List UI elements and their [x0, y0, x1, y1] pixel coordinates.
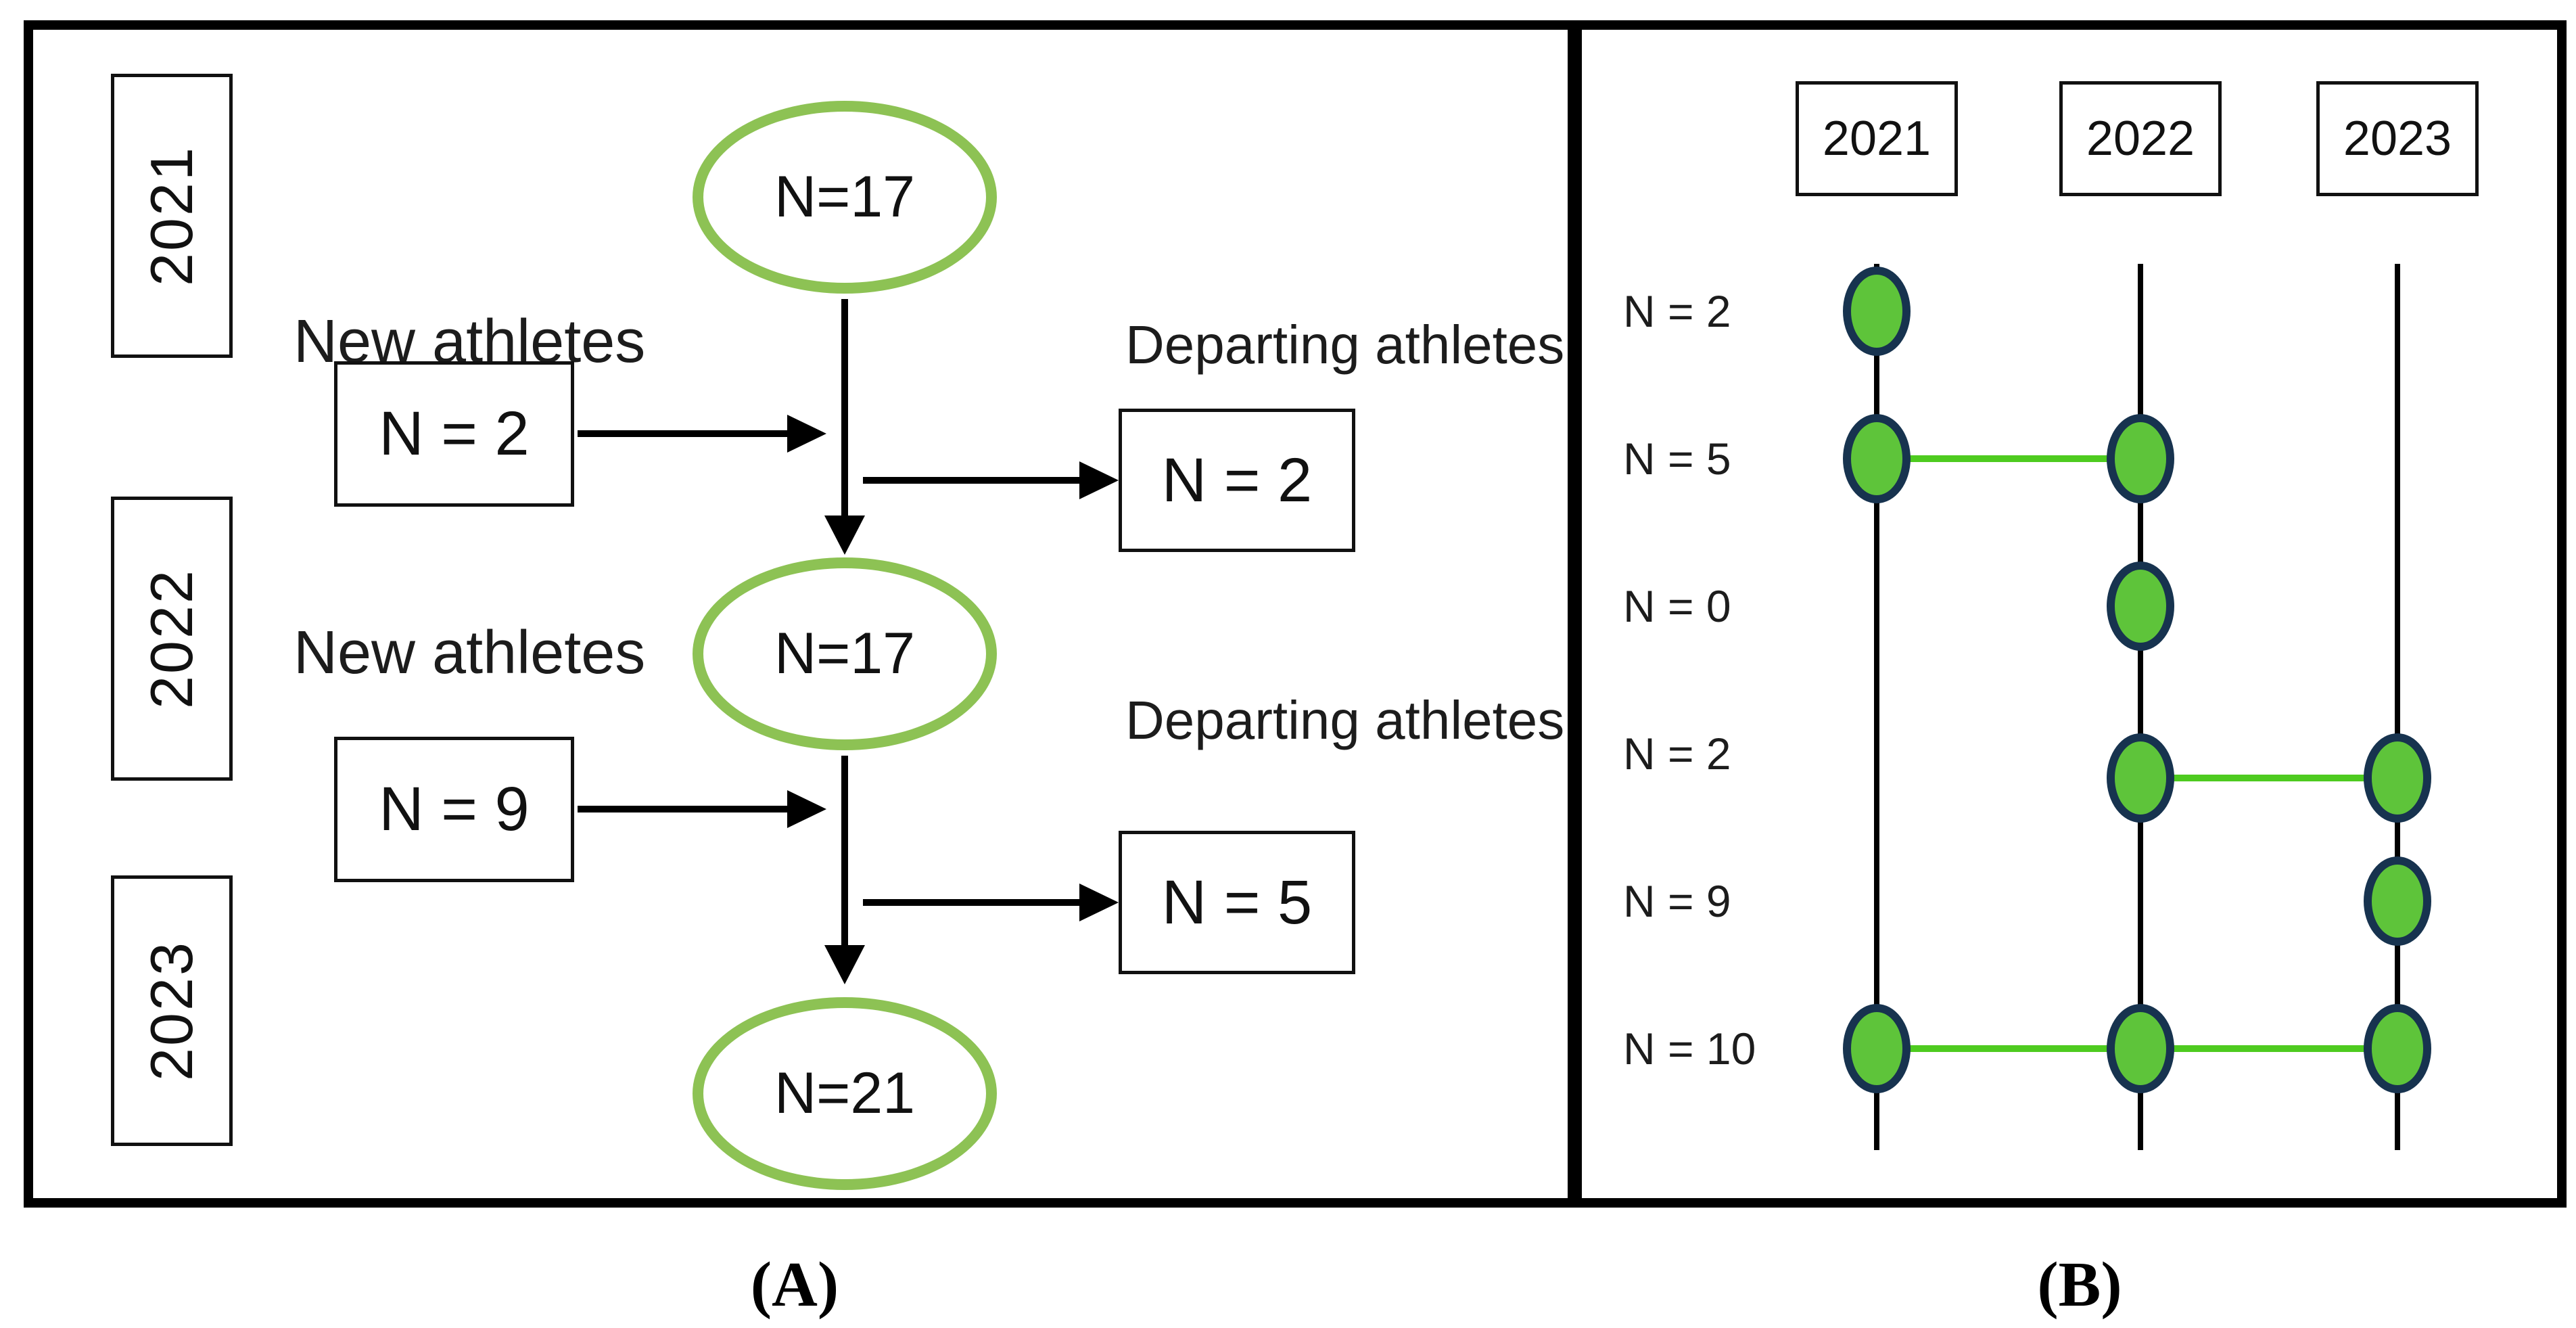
new-athletes-label-2022: New athletes: [294, 619, 646, 687]
departing-arrowhead-2021: [1079, 461, 1119, 499]
cohort-count-2021: N=17: [774, 164, 915, 229]
departing-arrow-2021: [863, 477, 1079, 484]
timeline-year-box-2022: 2022: [2059, 81, 2222, 196]
timeline-row-label: N = 10: [1623, 1024, 1756, 1074]
departing-count-2021: N = 2: [1161, 445, 1313, 515]
timeline-year-label-2021: 2021: [1822, 112, 1931, 166]
cohort-ellipse-2023: N=21: [693, 997, 997, 1190]
athlete-dot-2022: [2107, 562, 2174, 651]
new-count-2021: N = 2: [379, 399, 530, 468]
athlete-dot-2022: [2107, 414, 2174, 503]
departing-count-box-2021: N = 2: [1119, 409, 1355, 552]
new-count-box-2022: N = 9: [334, 737, 574, 882]
timeline-axis-2023: [2395, 264, 2400, 1150]
timeline-axis-2021: [1874, 264, 1879, 1150]
athlete-dot-2021: [1843, 1004, 1911, 1093]
year-box-2022: 2022: [111, 497, 233, 781]
athlete-dot-2022: [2107, 733, 2174, 823]
departing-arrowhead-2022: [1079, 884, 1119, 921]
cohort-count-2023: N=21: [774, 1061, 915, 1126]
athlete-dot-2021: [1843, 267, 1911, 356]
year-label-2023: 2023: [138, 940, 206, 1081]
athlete-dot-2023: [2364, 733, 2431, 823]
timeline-year-label-2023: 2023: [2343, 112, 2452, 166]
timeline-row-label: N = 9: [1623, 876, 1731, 926]
caption-panel-b: (B): [2037, 1250, 2122, 1320]
flowchart-panel: 2021 2022 2023 New athletes N=17 Departi…: [24, 20, 1577, 1208]
timeline-row-label: N = 5: [1623, 434, 1731, 484]
departing-count-box-2022: N = 5: [1119, 831, 1355, 974]
new-inflow-arrow-2022: [578, 806, 787, 812]
athlete-dot-2022: [2107, 1004, 2174, 1093]
departing-athletes-label-2021: Departing athletes: [1125, 315, 1565, 375]
main-flow-line-2022-2023: [841, 756, 848, 946]
cohort-ellipse-2021: N=17: [693, 101, 997, 294]
departing-count-2022: N = 5: [1161, 867, 1313, 937]
timeline-axis-2022: [2138, 264, 2143, 1150]
departing-arrow-2022: [863, 899, 1079, 906]
year-box-2021: 2021: [111, 74, 233, 358]
timeline-row-label: N = 0: [1623, 581, 1731, 631]
retention-connector: [1877, 455, 2140, 462]
retention-connector: [1877, 1045, 2140, 1052]
timeline-year-box-2023: 2023: [2316, 81, 2479, 196]
departing-athletes-label-2022: Departing athletes: [1125, 690, 1565, 750]
caption-panel-a: (A): [750, 1250, 839, 1320]
retention-connector: [2140, 775, 2397, 781]
timeline-year-label-2022: 2022: [2086, 112, 2195, 166]
timeline-year-box-2021: 2021: [1796, 81, 1958, 196]
year-box-2023: 2023: [111, 875, 233, 1146]
timeline-row-label: N = 2: [1623, 286, 1731, 336]
year-label-2021: 2021: [138, 145, 206, 286]
cohort-ellipse-2022: N=17: [693, 557, 997, 750]
athlete-dot-2023: [2364, 856, 2431, 946]
retention-connector: [2140, 1045, 2397, 1052]
athlete-dot-2021: [1843, 414, 1911, 503]
timeline-row-label: N = 2: [1623, 729, 1731, 779]
main-flow-arrowhead-2022: [824, 516, 865, 555]
cohort-count-2022: N=17: [774, 621, 915, 686]
new-inflow-arrowhead-2022: [787, 790, 826, 828]
new-count-2022: N = 9: [379, 775, 530, 844]
new-inflow-arrowhead-2021: [787, 415, 826, 453]
new-inflow-arrow-2021: [578, 430, 787, 437]
athlete-dot-2023: [2364, 1004, 2431, 1093]
year-label-2022: 2022: [138, 568, 206, 709]
main-flow-line-2021-2022: [841, 299, 848, 517]
main-flow-arrowhead-2023: [824, 945, 865, 984]
new-count-box-2021: N = 2: [334, 361, 574, 507]
